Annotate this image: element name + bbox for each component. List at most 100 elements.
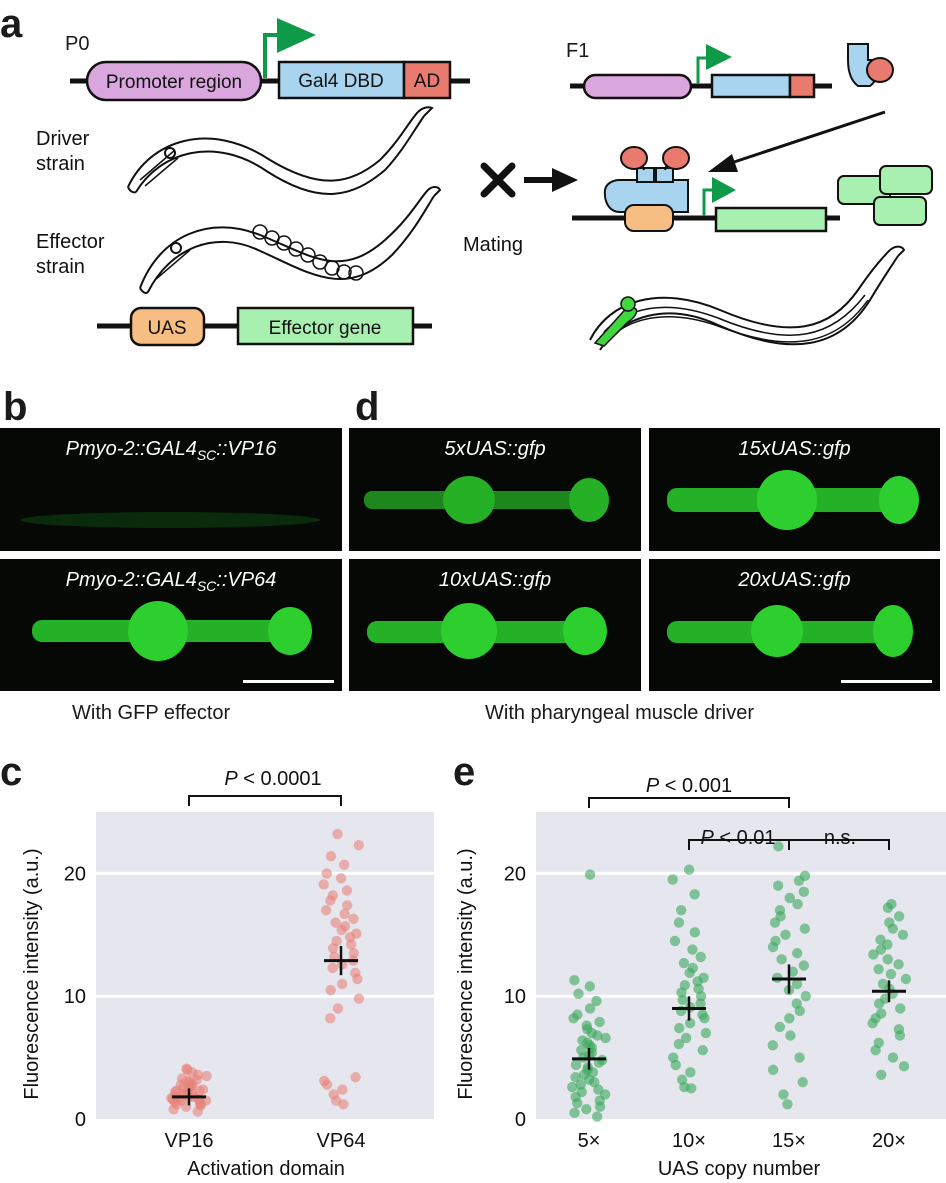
data-point — [885, 968, 897, 980]
data-point — [778, 1089, 789, 1100]
data-point — [678, 957, 690, 969]
data-point — [191, 1074, 203, 1085]
scale-bar-d — [841, 680, 932, 683]
data-point — [799, 923, 811, 934]
data-point — [201, 1070, 212, 1082]
data-point — [687, 944, 698, 955]
data-point — [591, 995, 602, 1007]
transcription-arrow — [263, 33, 280, 78]
panel-d-caption: With pharyngeal muscle driver — [485, 702, 754, 724]
data-point — [792, 898, 803, 910]
data-point — [875, 934, 886, 945]
data-point — [773, 841, 784, 852]
micrograph-15xuas: 15xUAS::gfp — [649, 428, 940, 551]
data-point — [700, 1027, 712, 1039]
data-point — [570, 1059, 582, 1071]
data-point — [697, 1045, 708, 1056]
bracket-15-20 — [788, 839, 890, 850]
data-point — [575, 1079, 586, 1090]
data-point — [673, 1038, 685, 1050]
flag-icon — [277, 18, 316, 53]
data-point — [581, 1020, 592, 1031]
chart-e-sig1: P < 0.001 — [646, 775, 732, 797]
data-point — [882, 954, 893, 965]
data-point — [348, 948, 359, 959]
data-point — [893, 1024, 905, 1035]
data-point — [321, 868, 332, 879]
data-point — [594, 1016, 605, 1028]
driver-text-2: strain — [36, 153, 85, 175]
effector-text-1: Effector — [36, 231, 105, 253]
x-tick-label: VP64 — [317, 1130, 366, 1152]
data-point — [797, 1076, 808, 1088]
chart-c-xlabel: Activation domain — [187, 1158, 345, 1180]
data-point — [687, 962, 699, 974]
micrograph-20xuas: 20xUAS::gfp — [649, 559, 940, 691]
f1-ad-block — [788, 73, 816, 99]
data-point — [887, 1052, 899, 1063]
data-point — [673, 917, 685, 928]
cross-icon — [480, 162, 516, 198]
data-point — [898, 1060, 910, 1072]
data-point — [176, 1073, 188, 1084]
data-point — [774, 1021, 786, 1033]
data-point — [195, 1099, 206, 1110]
micrograph-10xuas-caption: 10xUAS::gfp — [438, 569, 552, 591]
data-point — [689, 889, 700, 900]
data-point — [338, 859, 350, 871]
data-point — [684, 1018, 696, 1029]
data-point — [184, 1081, 196, 1093]
panel-e-label: e — [453, 750, 476, 794]
data-point — [680, 1032, 692, 1044]
data-point — [767, 1064, 779, 1076]
mating-text: Mating — [463, 234, 523, 256]
data-point — [600, 1032, 611, 1044]
data-point — [335, 873, 347, 884]
data-point — [676, 1074, 688, 1085]
data-point — [348, 913, 359, 925]
data-point — [331, 935, 342, 947]
chart-c-sig: P < 0.0001 — [224, 768, 321, 790]
panel-d-label: d — [355, 385, 380, 429]
x-tick-label: 20× — [872, 1130, 906, 1152]
promoter-region-text: Promoter region — [106, 72, 242, 93]
data-point — [683, 864, 695, 875]
data-point — [895, 1003, 906, 1014]
data-point — [679, 979, 691, 991]
scale-bar — [243, 680, 334, 683]
micrograph-15xuas-caption: 15xUAS::gfp — [738, 438, 851, 460]
x-tick-label: 5× — [578, 1130, 601, 1152]
gal4-protein-icon — [847, 43, 894, 87]
data-point — [327, 962, 338, 974]
data-point — [897, 929, 909, 940]
data-point — [698, 972, 709, 983]
pharynx-icon — [593, 306, 638, 347]
gfp-protein-icon — [837, 165, 933, 226]
driver-text-1: Driver — [36, 128, 90, 150]
data-point — [584, 869, 596, 880]
data-point — [900, 973, 912, 985]
y-tick-label: 20 — [64, 863, 86, 885]
x-tick-label: 15× — [772, 1130, 806, 1152]
y-tick-label: 0 — [515, 1109, 526, 1131]
data-point — [591, 1111, 603, 1122]
data-point — [325, 984, 336, 996]
f1-effector-block — [714, 206, 828, 233]
panel-a-diagram: Promoter region Gal4 DBD AD Driver strai… — [36, 18, 933, 351]
data-point — [319, 1075, 330, 1087]
data-point — [669, 935, 681, 947]
chart-e-xlabel: UAS copy number — [658, 1158, 821, 1180]
data-point — [197, 1084, 209, 1095]
data-point — [884, 917, 895, 928]
data-point — [784, 1013, 795, 1024]
data-point — [791, 998, 802, 1009]
uas-text: UAS — [147, 318, 186, 339]
effector-text-2: strain — [36, 256, 85, 278]
data-point — [697, 1009, 708, 1020]
micrograph-vp64: Pmyo-2::GAL4SC::VP64 — [0, 559, 342, 691]
data-point — [791, 978, 803, 990]
significance-bracket — [188, 795, 342, 806]
data-point — [794, 1052, 805, 1063]
